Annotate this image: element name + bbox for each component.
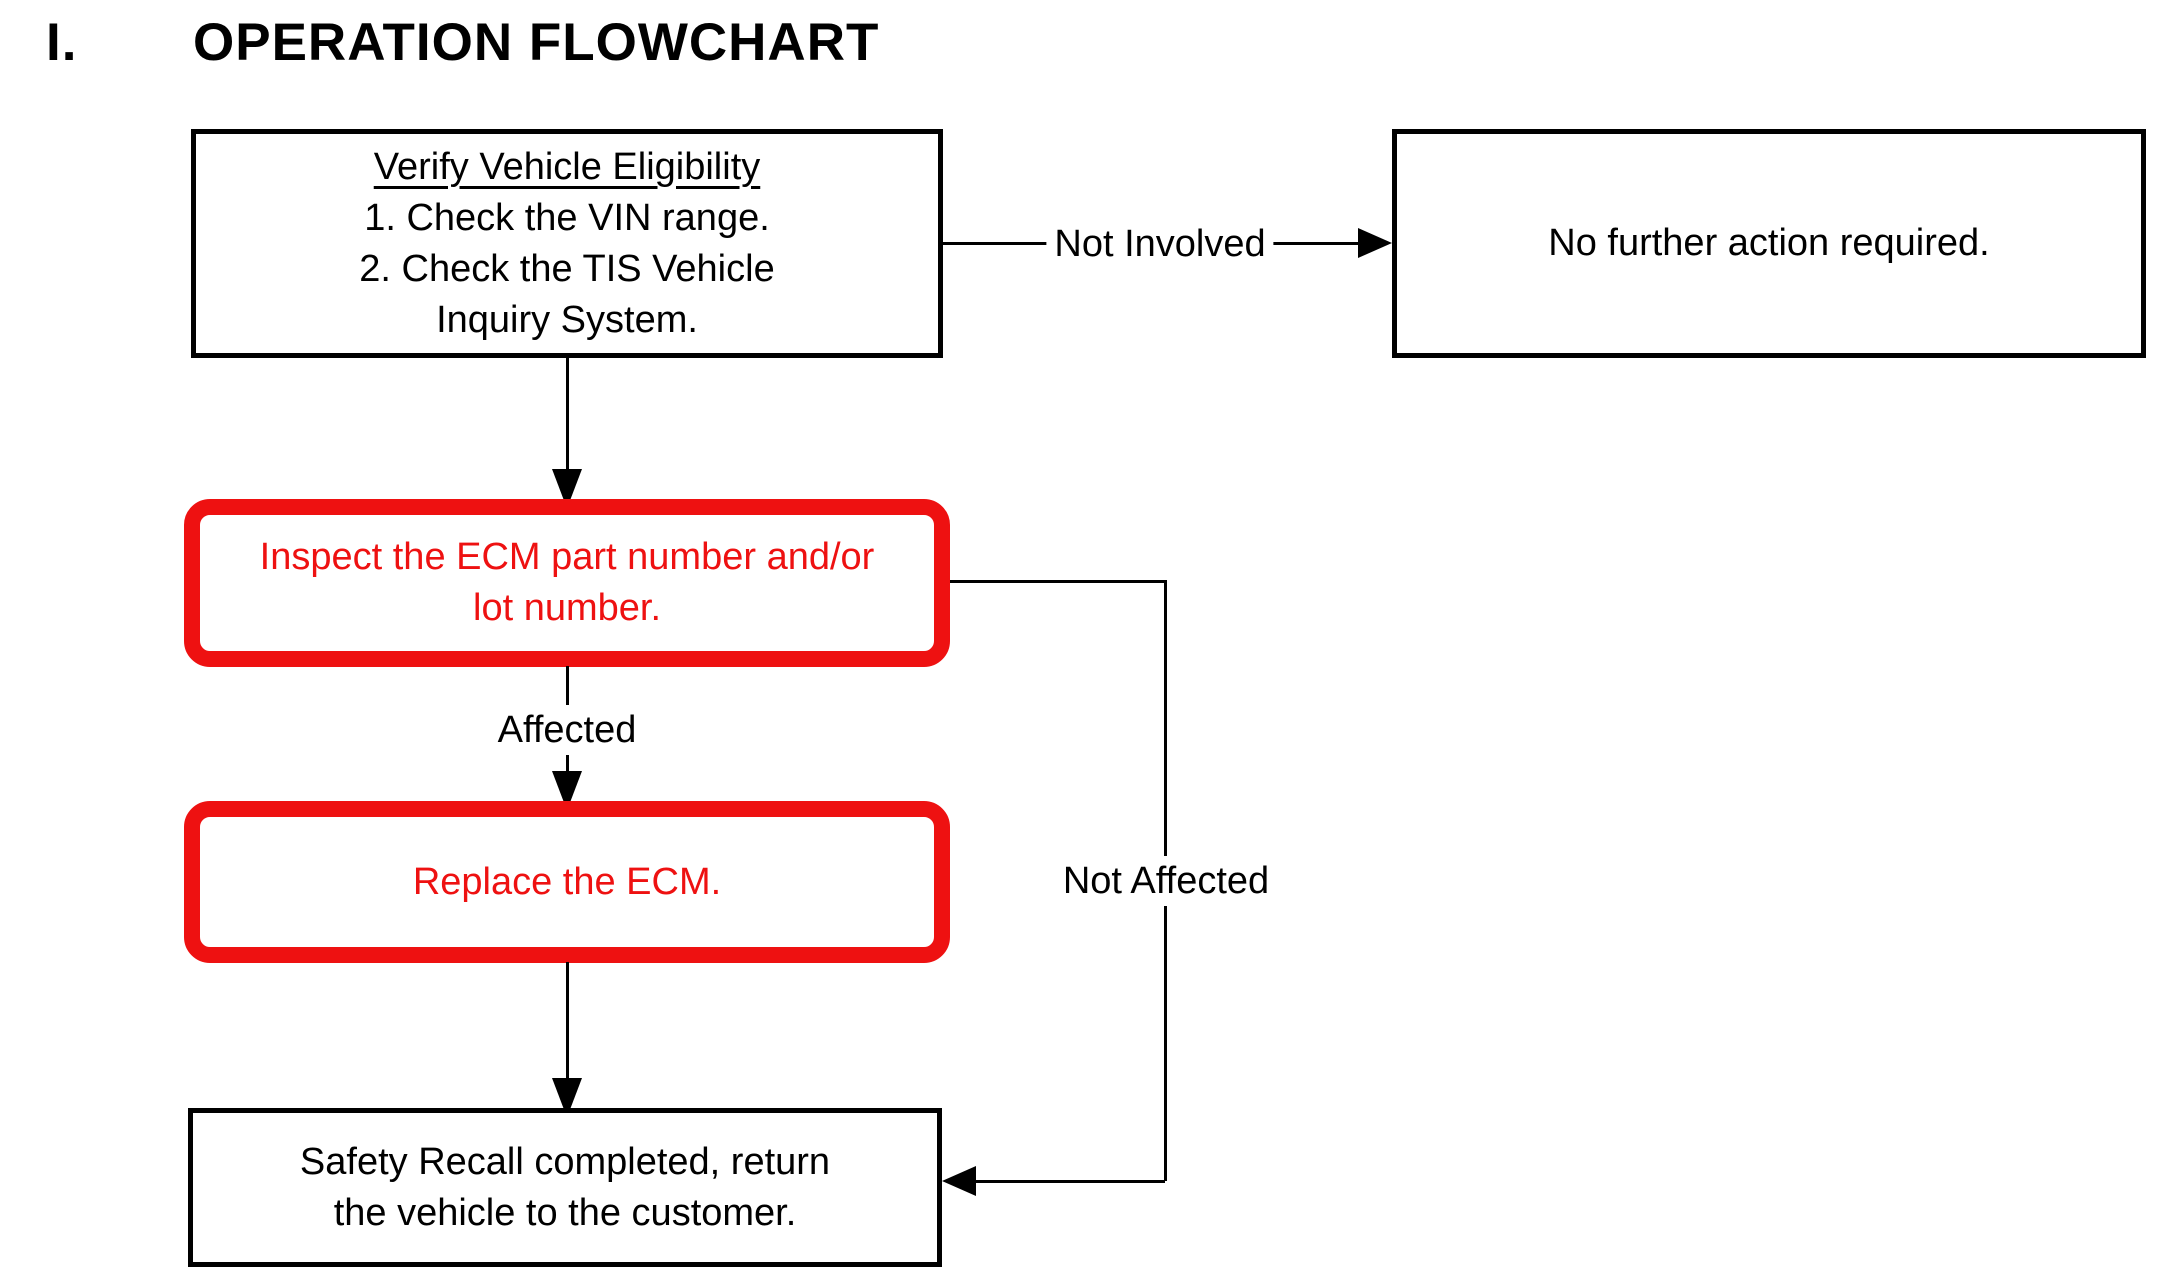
arrowhead-left-icon bbox=[942, 1166, 976, 1196]
edge-label-not-affected: Not Affected bbox=[1054, 856, 1278, 906]
page-title: OPERATION FLOWCHART bbox=[193, 13, 880, 72]
no-further-action-text: No further action required. bbox=[1548, 222, 1990, 264]
verify-step-1: 1. Check the VIN range. bbox=[364, 196, 770, 239]
edge-label-not-involved: Not Involved bbox=[1046, 219, 1274, 269]
replace-ecm-text: Replace the ECM. bbox=[412, 860, 722, 903]
no-further-action-box: No further action required. bbox=[1392, 129, 2146, 358]
edge-label-affected: Affected bbox=[489, 705, 645, 755]
recall-complete-line2: the vehicle to the customer. bbox=[333, 1191, 797, 1234]
edge-replace-to-complete-line bbox=[566, 962, 569, 1080]
arrowhead-right-icon bbox=[1358, 228, 1392, 258]
inspect-ecm-box: Inspect the ECM part number and/or lot n… bbox=[184, 499, 950, 667]
edge-verify-to-inspect-line bbox=[566, 358, 569, 471]
verify-heading: Verify Vehicle Eligibility bbox=[373, 145, 761, 188]
replace-ecm-box: Replace the ECM. bbox=[184, 801, 950, 963]
verify-step-2-line2: Inquiry System. bbox=[436, 298, 698, 341]
arrowhead-down-icon bbox=[552, 771, 582, 801]
edge-not-affected-line-top bbox=[950, 580, 1166, 583]
inspect-ecm-line2: lot number. bbox=[473, 587, 661, 629]
recall-complete-line1: Safety Recall completed, return bbox=[299, 1140, 831, 1183]
verify-eligibility-box: Verify Vehicle Eligibility 1. Check the … bbox=[191, 129, 943, 358]
edge-not-affected-line-bottom bbox=[972, 1180, 1165, 1183]
verify-step-2-line1: 2. Check the TIS Vehicle bbox=[359, 247, 775, 290]
section-numeral: I. bbox=[46, 13, 78, 72]
arrowhead-down-icon bbox=[552, 1078, 582, 1108]
inspect-ecm-line1: Inspect the ECM part number and/or bbox=[259, 536, 875, 578]
recall-complete-box: Safety Recall completed, return the vehi… bbox=[188, 1108, 942, 1267]
arrowhead-down-icon bbox=[552, 469, 582, 499]
